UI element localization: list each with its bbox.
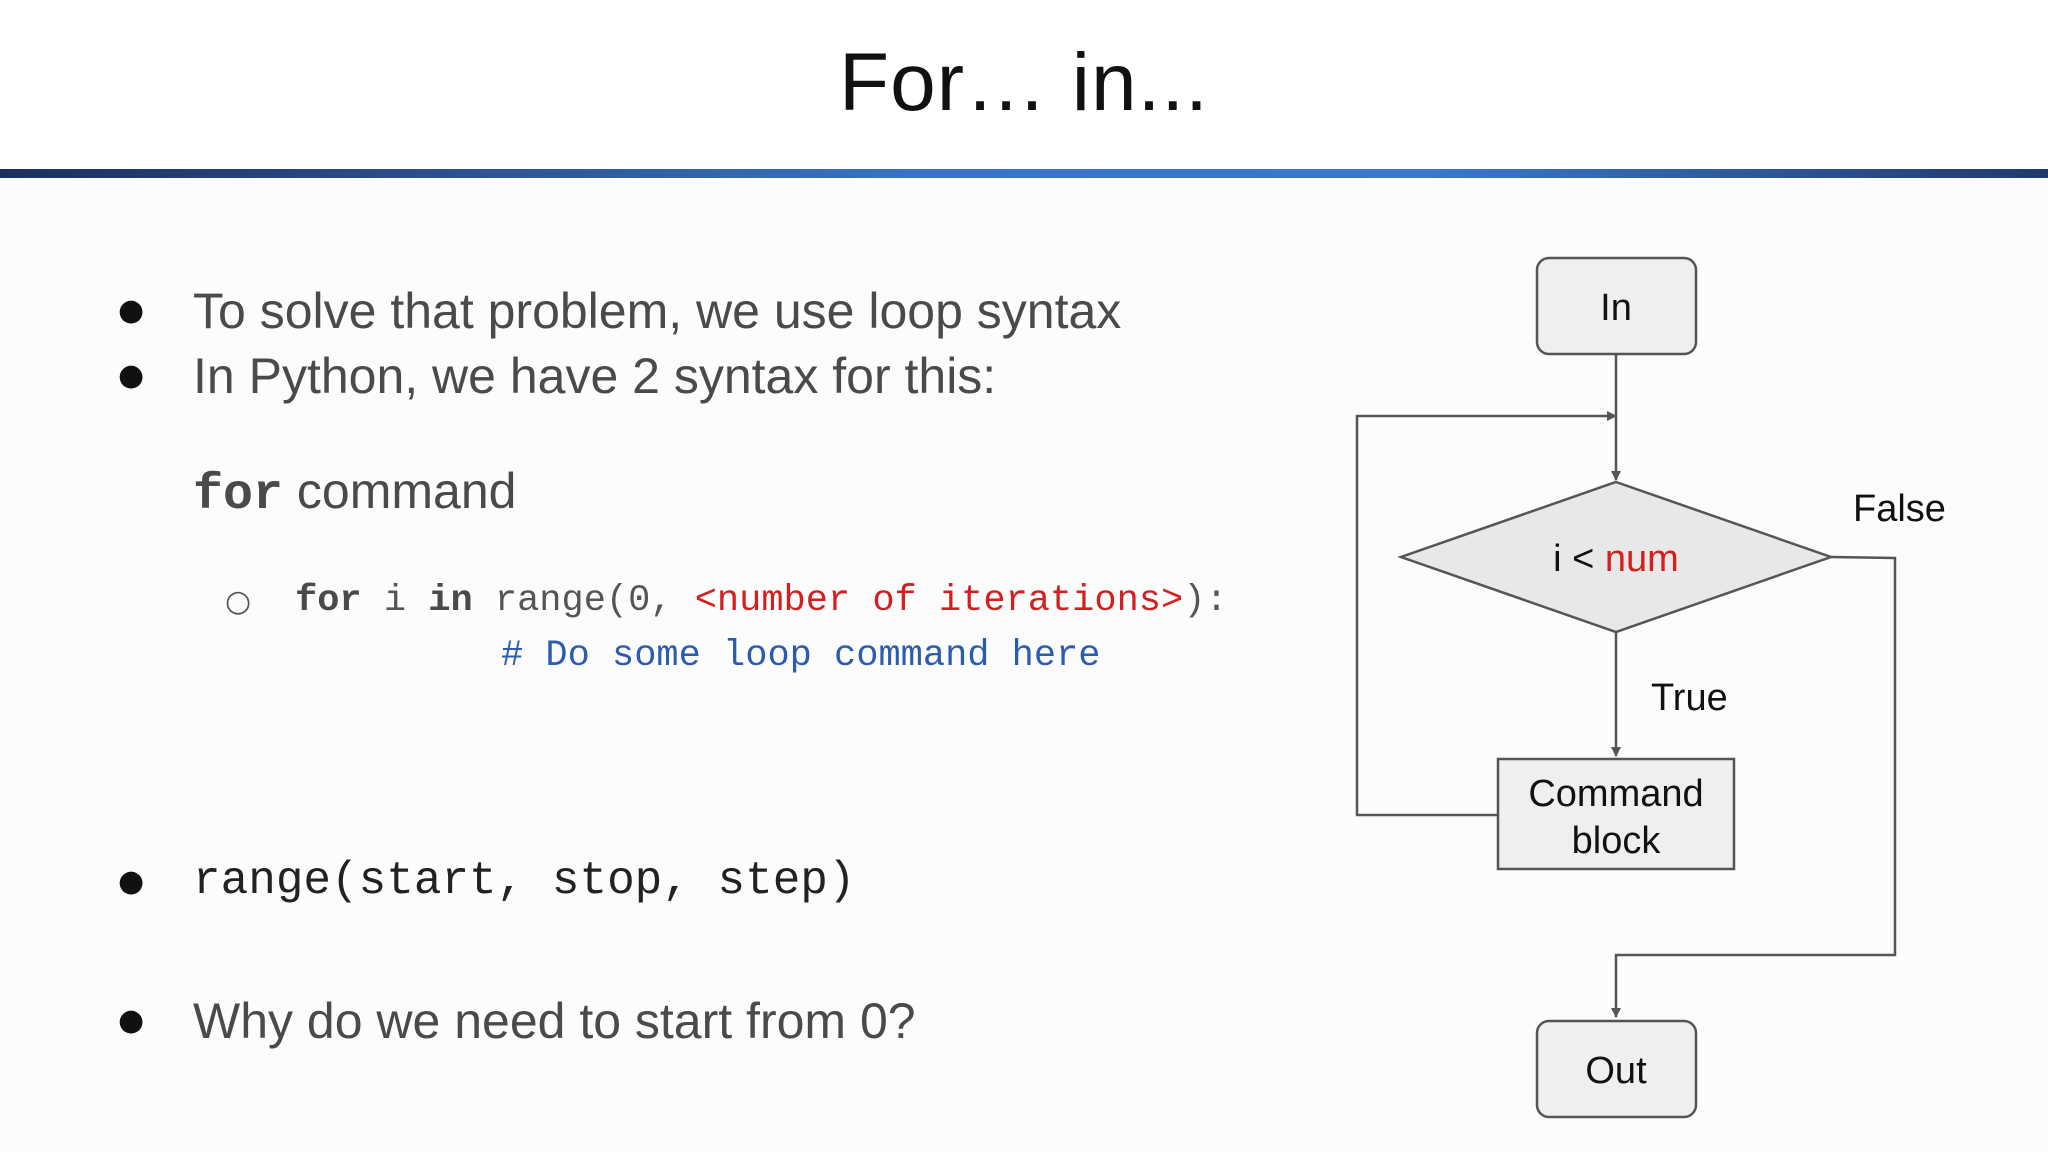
title-divider bbox=[0, 169, 2048, 178]
for-command-heading: for command bbox=[193, 462, 516, 524]
code-kw-for: for bbox=[295, 580, 362, 622]
slide-title: For… in... bbox=[839, 37, 1209, 128]
false-label: False bbox=[1853, 488, 1946, 530]
bullet-dot: ● bbox=[118, 1003, 145, 1038]
bullet-loop-syntax: To solve that problem, we use loop synta… bbox=[193, 283, 1122, 339]
title-bar bbox=[0, 0, 2048, 170]
bullet-python-syntax: In Python, we have 2 syntax for this: bbox=[193, 348, 997, 404]
in-label: In bbox=[1600, 287, 1632, 329]
bullet-dot: ● bbox=[118, 358, 145, 393]
question-start-zero: Why do we need to start from 0? bbox=[193, 993, 916, 1049]
command-block-line2: block bbox=[1572, 820, 1662, 862]
command-word: command bbox=[296, 463, 517, 519]
code-var-i: i bbox=[361, 580, 429, 622]
code-placeholder: <number of iterations> bbox=[694, 580, 1184, 622]
command-block-line1: Command bbox=[1528, 773, 1703, 815]
code-kw-in: in bbox=[428, 580, 473, 622]
condition-var: num bbox=[1605, 538, 1679, 580]
code-line-for: for i in range(0, <number of iterations>… bbox=[295, 580, 1228, 622]
sub-bullet-circle: ○ bbox=[225, 584, 252, 619]
condition-label: i < num bbox=[1553, 538, 1679, 580]
out-node bbox=[1535, 1019, 1698, 1119]
out-label: Out bbox=[1585, 1050, 1647, 1092]
range-signature: range(start, stop, step) bbox=[193, 855, 856, 907]
bullet-dot: ● bbox=[118, 293, 145, 328]
true-label: True bbox=[1651, 677, 1728, 719]
loop-back-line bbox=[1355, 411, 1617, 817]
for-keyword: for bbox=[193, 467, 284, 524]
command-block-node bbox=[1496, 757, 1736, 871]
code-range-close: ): bbox=[1183, 580, 1228, 622]
false-path-line bbox=[1611, 555, 1897, 1018]
code-comment: # Do some loop command here bbox=[501, 635, 1101, 677]
code-range-open: range(0, bbox=[472, 580, 695, 622]
bullet-dot: ● bbox=[118, 864, 145, 899]
condition-prefix: i < bbox=[1553, 538, 1605, 580]
